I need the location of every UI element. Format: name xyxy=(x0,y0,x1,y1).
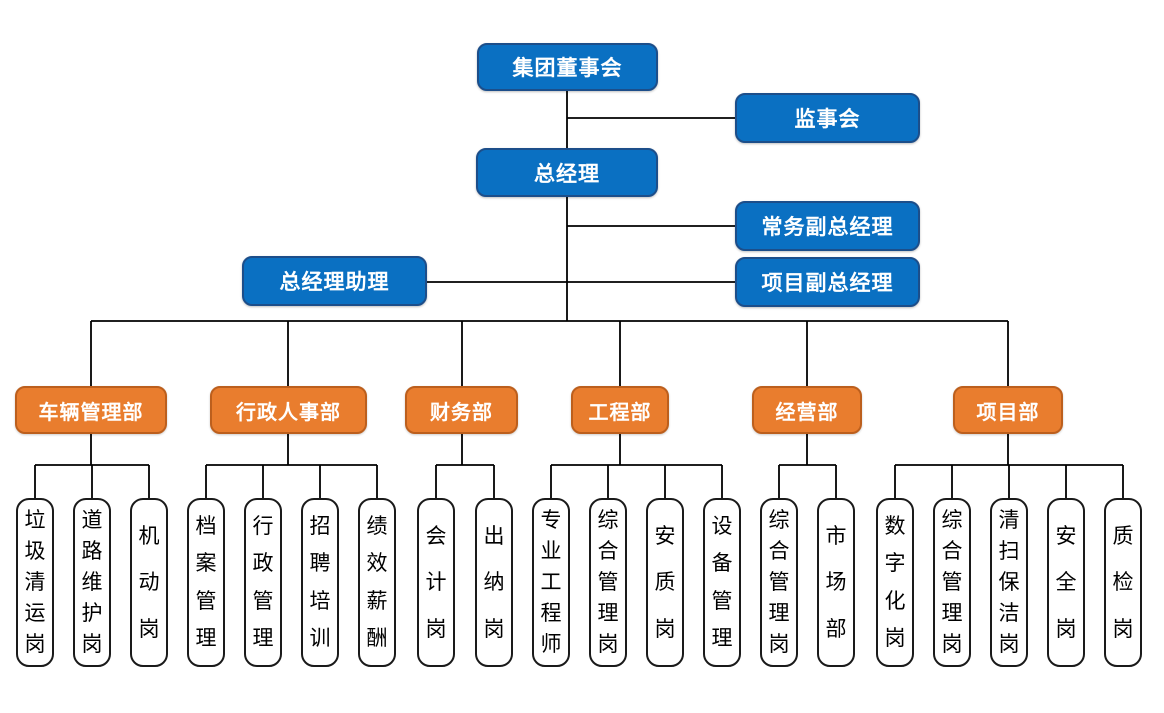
dept-admin-hr: 行政人事部 xyxy=(210,386,367,434)
pos-performance-compensation: 绩效薪酬 xyxy=(358,498,396,667)
dept-finance: 财务部 xyxy=(405,386,518,434)
pos-cashier: 出纳岗 xyxy=(475,498,513,667)
pos-mobile: 机动岗 xyxy=(130,498,168,667)
pos-safety-quality: 安质岗 xyxy=(646,498,684,667)
node-general-manager: 总经理 xyxy=(476,148,658,197)
pos-garbage-removal: 垃圾清运岗 xyxy=(16,498,54,667)
pos-archives-management: 档案管理 xyxy=(187,498,225,667)
dept-engineering: 工程部 xyxy=(571,386,669,434)
pos-digitalization: 数字化岗 xyxy=(876,498,914,667)
dept-operations: 经营部 xyxy=(752,386,862,434)
pos-market: 市场部 xyxy=(817,498,855,667)
node-supervisory-board: 监事会 xyxy=(735,93,920,143)
pos-general-management-eng: 综合管理岗 xyxy=(589,498,627,667)
pos-quality-inspection: 质检岗 xyxy=(1104,498,1142,667)
pos-general-management-ops: 综合管理岗 xyxy=(760,498,798,667)
pos-general-management-proj: 综合管理岗 xyxy=(933,498,971,667)
pos-professional-engineer: 专业工程师 xyxy=(532,498,570,667)
pos-accounting: 会计岗 xyxy=(417,498,455,667)
pos-recruiting-training: 招聘培训 xyxy=(301,498,339,667)
pos-sweeping-cleaning: 清扫保洁岗 xyxy=(990,498,1028,667)
pos-admin-management: 行政管理 xyxy=(244,498,282,667)
node-gm-assistant: 总经理助理 xyxy=(242,256,427,306)
node-board-of-directors: 集团董事会 xyxy=(477,43,658,91)
node-project-deputy-gm: 项目副总经理 xyxy=(735,257,920,307)
dept-vehicle-management: 车辆管理部 xyxy=(15,386,167,434)
pos-equipment-management: 设备管理 xyxy=(703,498,741,667)
node-executive-deputy-gm: 常务副总经理 xyxy=(735,201,920,251)
dept-project: 项目部 xyxy=(953,386,1063,434)
pos-safety: 安全岗 xyxy=(1047,498,1085,667)
pos-road-maintenance: 道路维护岗 xyxy=(73,498,111,667)
